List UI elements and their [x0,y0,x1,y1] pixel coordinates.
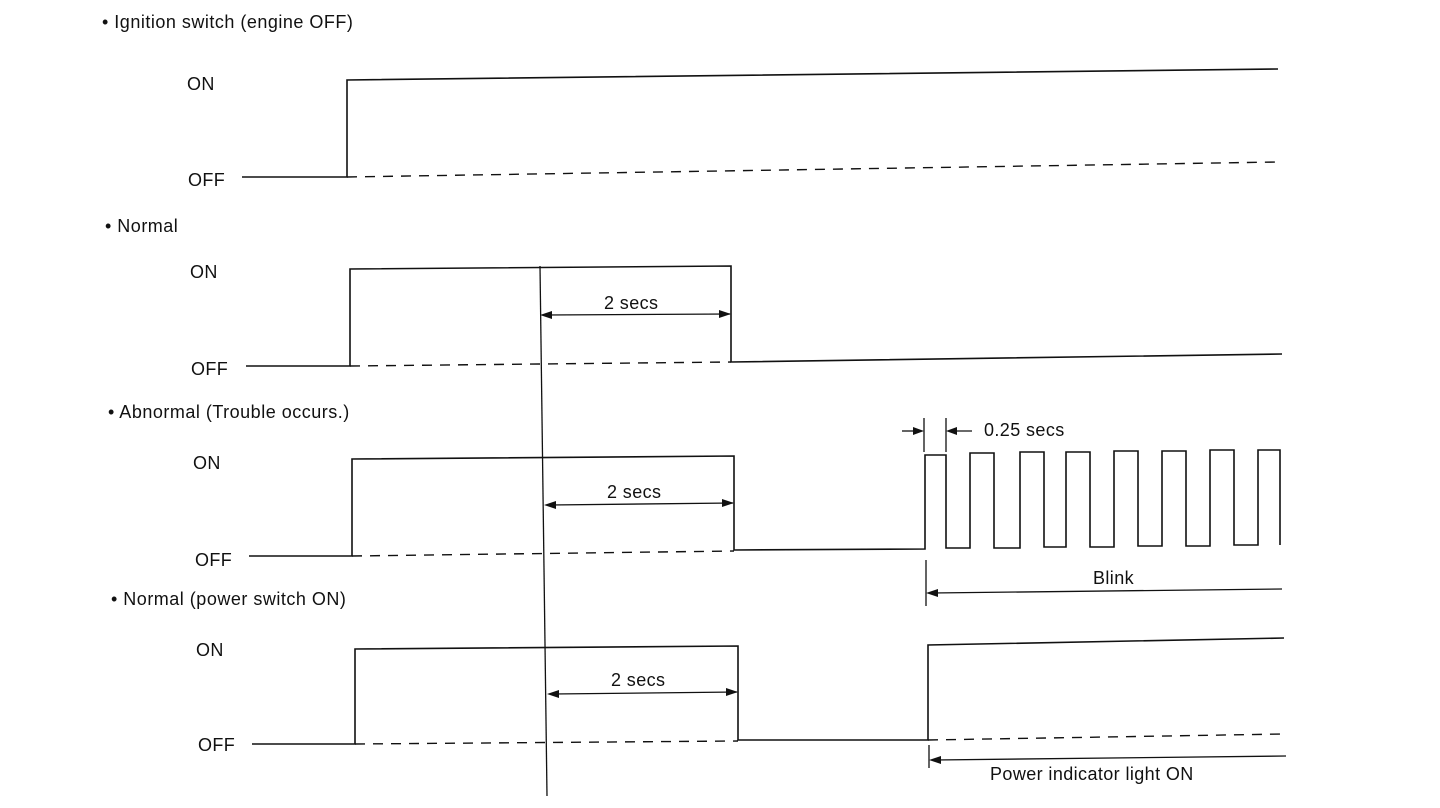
abnormal-signal-line [249,449,1281,557]
power-switch-off-baseline-right [927,733,1285,741]
panel-title: • Normal (power switch ON) [111,589,346,609]
duration-arrow-head-right [726,688,738,696]
blink-label: Blink [1093,568,1135,588]
indicator-label: Power indicator light ON [990,764,1194,784]
duration-arrow-head-right [719,310,731,318]
ignition-signal-line [242,68,1279,178]
pulse-arrow-head-right [946,427,957,435]
pulse-label: 0.25 secs [984,420,1065,440]
indicator-arrow [934,755,1287,761]
panel-ignition-switch: • Ignition switch (engine OFF) ON OFF [102,12,1279,190]
abnormal-off-baseline [351,550,735,557]
on-label: ON [196,640,224,660]
on-label: ON [187,74,215,94]
panel-normal: • Normal ON OFF 2 secs [105,216,1283,379]
ignition-off-baseline [346,161,1279,178]
blink-arrow-head [926,589,938,597]
duration-label: 2 secs [611,670,665,690]
pulse-arrow-head-left [913,427,924,435]
off-label: OFF [188,170,225,190]
panel-title: • Ignition switch (engine OFF) [102,12,353,32]
duration-arrow-head-left [544,501,556,509]
normal-signal-line [246,265,1283,367]
panel-title: • Abnormal (Trouble occurs.) [108,402,350,422]
power-switch-signal-line [252,637,1285,745]
normal-off-baseline [349,361,732,367]
on-label: ON [193,453,221,473]
duration-arrow [545,313,731,316]
off-label: OFF [195,550,232,570]
duration-arrow-head-left [540,311,552,319]
panel-abnormal: • Abnormal (Trouble occurs.) ON OFF 2 se… [108,402,1283,606]
panel-normal-power-switch-on: • Normal (power switch ON) ON OFF 2 secs… [111,589,1287,784]
duration-label: 2 secs [607,482,661,502]
duration-arrow [552,691,738,695]
off-label: OFF [191,359,228,379]
indicator-arrow-head [929,756,941,764]
duration-label: 2 secs [604,293,658,313]
power-switch-off-baseline [354,740,739,745]
on-label: ON [190,262,218,282]
duration-arrow-head-left [547,690,559,698]
off-label: OFF [198,735,235,755]
duration-arrow-head-right [722,499,734,507]
reference-time-line [539,265,548,797]
panel-title: • Normal [105,216,178,236]
duration-arrow [549,502,734,506]
blink-arrow [931,588,1283,594]
